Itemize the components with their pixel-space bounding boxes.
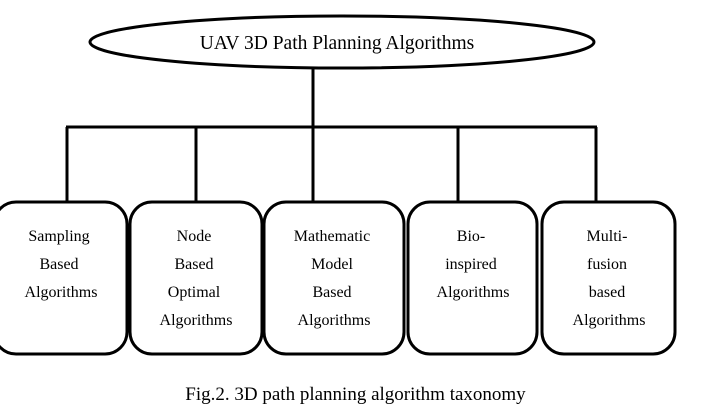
- child-label-line: Multi-: [587, 228, 628, 245]
- child-label-line: Algorithms: [573, 312, 646, 329]
- child-label: Mathematic Model Based Algorithms: [294, 228, 374, 329]
- root-ellipse: [88, 14, 596, 70]
- child-node-4: Bio- inspired Algorithms: [406, 200, 539, 356]
- child-label-line: Model: [311, 256, 353, 273]
- child-label-line: Algorithms: [298, 312, 371, 329]
- child-box: [262, 200, 406, 356]
- root-node: UAV 3D Path Planning Algorithms: [88, 14, 596, 70]
- connector-lines: [65, 66, 598, 202]
- child-node-2: Node Based Optimal Algorithms: [128, 200, 264, 356]
- child-label-line: Algorithms: [25, 284, 98, 301]
- child-label-line: Algorithms: [160, 312, 233, 329]
- child-node-3: Mathematic Model Based Algorithms: [262, 200, 406, 356]
- child-label-line: Algorithms: [437, 284, 510, 301]
- child-label: Node Based Optimal Algorithms: [160, 228, 233, 329]
- child-box: [128, 200, 264, 356]
- child-box: [406, 200, 539, 356]
- child-label-line: Node: [177, 228, 212, 245]
- figure-caption: Fig.2. 3D path planning algorithm taxono…: [185, 384, 526, 405]
- child-label-line: Optimal: [168, 284, 221, 301]
- child-label-line: based: [589, 284, 625, 301]
- child-label-line: Based: [174, 256, 213, 273]
- child-label: Sampling Based Algorithms: [25, 228, 98, 301]
- child-node-1: Sampling Based Algorithms: [0, 200, 129, 356]
- root-label: UAV 3D Path Planning Algorithms: [200, 33, 474, 54]
- child-label-line: Mathematic: [294, 228, 370, 245]
- child-box: [0, 200, 129, 356]
- child-node-5: Multi- fusion based Algorithms: [540, 200, 677, 356]
- child-label-line: fusion: [587, 256, 627, 273]
- child-label-line: Bio-: [457, 228, 485, 245]
- child-label-line: inspired: [445, 256, 497, 273]
- child-box: [540, 200, 677, 356]
- child-label-line: Based: [39, 256, 78, 273]
- child-label-line: Based: [312, 284, 351, 301]
- taxonomy-diagram: UAV 3D Path Planning Algorithms Sampling…: [0, 14, 677, 356]
- child-label: Bio- inspired Algorithms: [437, 228, 510, 301]
- child-label: Multi- fusion based Algorithms: [573, 228, 646, 329]
- child-label-line: Sampling: [28, 228, 89, 245]
